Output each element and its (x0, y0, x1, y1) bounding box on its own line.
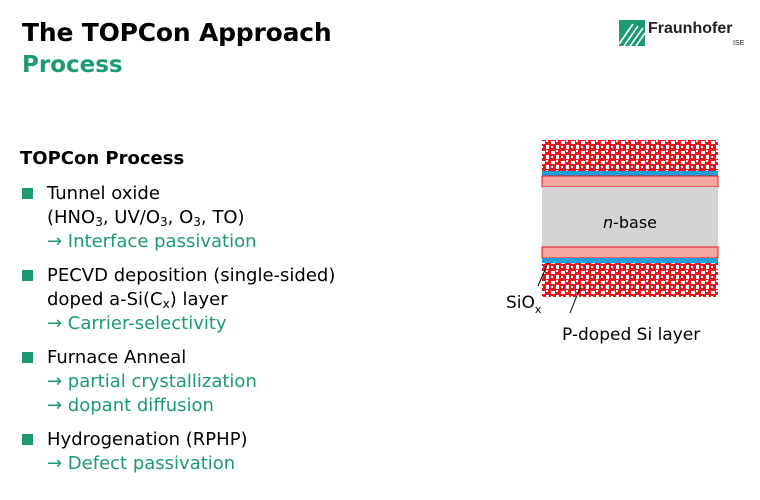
list-item-text: Tunnel oxide (47, 182, 460, 206)
list-item-text: doped a-Si(Cx) layer (47, 288, 460, 312)
topcon-diagram: n-base SiOx P-doped Si layer (500, 130, 740, 364)
list-item-result: → Defect passivation (47, 452, 460, 476)
player-pointer (569, 287, 581, 314)
process-list: Tunnel oxide(HNO3, UV/O3, O3, TO)→ Inter… (20, 182, 460, 486)
n-base-label: n-base (603, 213, 657, 232)
text-run: → Carrier-selectivity (47, 313, 227, 334)
list-item: Tunnel oxide(HNO3, UV/O3, O3, TO)→ Inter… (20, 182, 460, 254)
text-run: Hydrogenation (RPHP) (47, 429, 248, 450)
list-item-result: → dopant diffusion (47, 394, 460, 418)
bottom-siox-layer (542, 258, 718, 263)
text-run: ) layer (169, 289, 228, 310)
subscript: x (162, 297, 170, 311)
text-run: → Defect passivation (47, 453, 236, 474)
top-doped-layer (542, 140, 718, 171)
subscript: 3 (193, 215, 201, 229)
list-item-result: → Interface passivation (47, 230, 460, 254)
bottom-poly-layer (541, 246, 719, 259)
list-item: Furnace Anneal → partial crystallization →… (20, 346, 460, 418)
text-run: , TO) (200, 207, 245, 228)
top-poly-layer (541, 175, 719, 188)
text-run: Tunnel oxide (47, 183, 160, 204)
list-item: Hydrogenation (RPHP) → Defect passivation (20, 428, 460, 476)
fraunhofer-logo-mark-icon (619, 20, 645, 46)
subscript: 3 (95, 215, 103, 229)
text-run: doped a-Si(C (47, 289, 163, 310)
list-item-result: → Carrier-selectivity (47, 312, 460, 336)
section-heading: TOPCon Process (20, 148, 185, 169)
list-item-text: Furnace Anneal (47, 346, 460, 370)
logo-name: Fraunhofer (648, 20, 733, 37)
siox-label: SiOx (506, 293, 542, 316)
n-base-layer (542, 187, 718, 247)
bottom-doped-layer (542, 263, 718, 297)
list-item-text: Hydrogenation (RPHP) (47, 428, 460, 452)
text-run: , UV/O (102, 207, 161, 228)
list-item-result: → partial crystallization (47, 370, 460, 394)
list-item: PECVD deposition (single-sided)doped a-S… (20, 264, 460, 336)
top-siox-layer (542, 171, 718, 176)
page-subtitle: Process (22, 52, 123, 78)
text-run: PECVD deposition (single-sided) (47, 265, 336, 286)
text-run: (HNO (47, 207, 96, 228)
logo-sub: ISE (733, 40, 745, 47)
square-bullet-icon (22, 188, 33, 199)
fraunhofer-logo: Fraunhofer ISE (619, 18, 759, 60)
square-bullet-icon (22, 434, 33, 445)
square-bullet-icon (22, 270, 33, 281)
layer-stack-svg: n-base SiOx P-doped Si layer (506, 140, 719, 345)
p-doped-si-label: P-doped Si layer (562, 325, 700, 345)
subscript: 3 (160, 215, 168, 229)
page-title: The TOPCon Approach (22, 18, 332, 47)
text-run: → Interface passivation (47, 231, 257, 252)
square-bullet-icon (22, 352, 33, 363)
list-item-text: PECVD deposition (single-sided) (47, 264, 460, 288)
text-run: , O (167, 207, 194, 228)
text-run: Furnace Anneal (47, 347, 187, 368)
text-run: → dopant diffusion (47, 395, 214, 416)
list-item-text: (HNO3, UV/O3, O3, TO) (47, 206, 460, 230)
text-run: → partial crystallization (47, 371, 257, 392)
siox-pointer (537, 262, 549, 287)
